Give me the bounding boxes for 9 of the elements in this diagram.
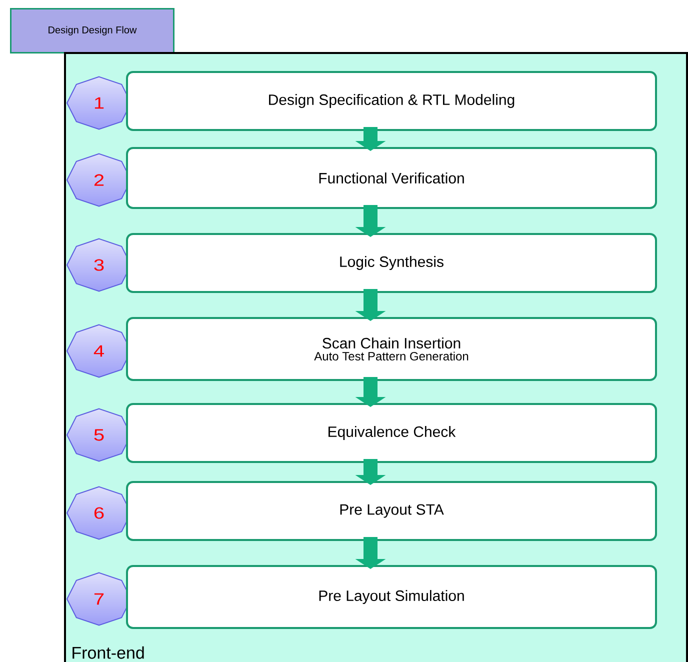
step-box: Equivalence Check — [126, 403, 657, 463]
step-box: Logic Synthesis — [126, 233, 657, 293]
step-box: Design Specification & RTL Modeling — [126, 71, 657, 131]
step-box: Scan Chain Insertion Auto Test Pattern Generation — [126, 317, 657, 381]
panel-label: Front-end — [72, 646, 144, 659]
step-box: Functional Verification — [126, 147, 657, 209]
title-tab: Design Design Flow — [10, 8, 174, 54]
step-box: Pre Layout Simulation — [126, 565, 657, 629]
step-box: Pre Layout STA — [126, 481, 657, 541]
